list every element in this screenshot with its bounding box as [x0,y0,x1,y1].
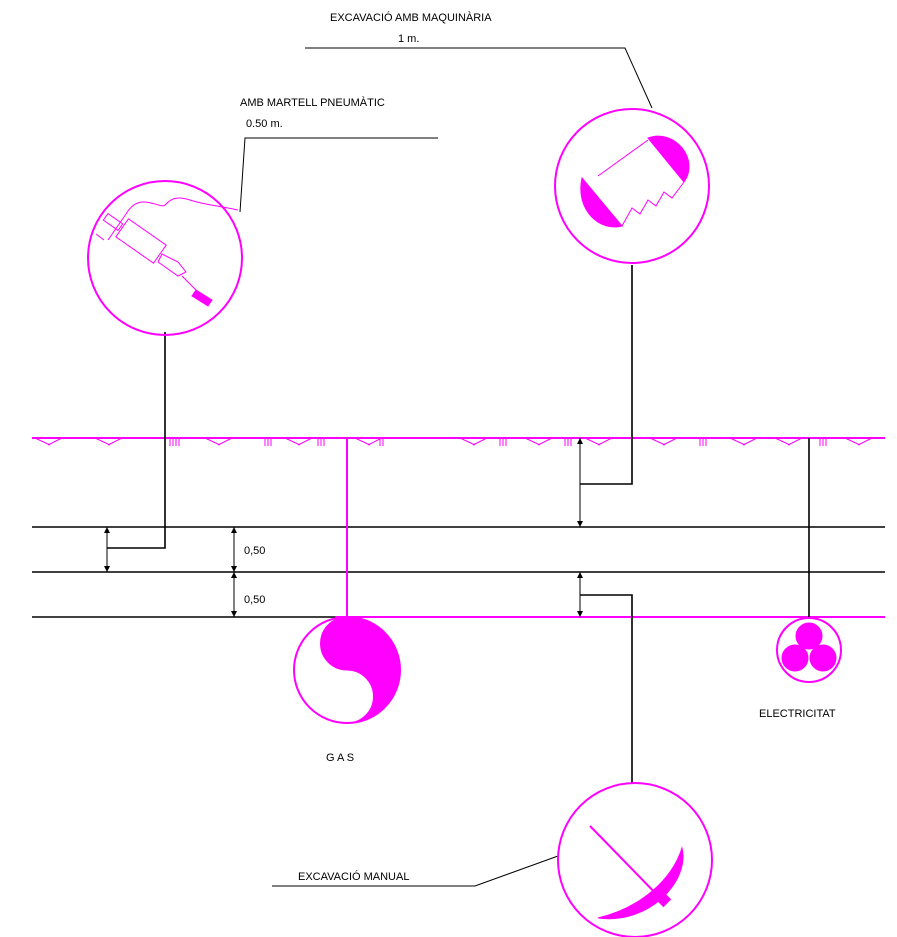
machinery-distance: 1 m. [398,33,419,45]
dimension-upper [231,527,237,572]
dimension-lower-label: 0,50 [244,594,265,606]
pickaxe-icon [557,782,713,937]
dimension-lower [231,572,237,617]
manual-title: EXCAVACIÓ MANUAL [298,870,409,883]
dimension-upper-label: 0,50 [244,545,265,557]
gas-pipe-icon [293,616,401,724]
manual-leader [272,572,633,887]
electricity-label: ELECTRICITAT [759,708,836,720]
excavator-bucket-icon [554,108,710,264]
gas-label: G A S [326,752,354,764]
pneumatic-hammer-icon [87,180,243,336]
electric-cables-icon [776,617,842,683]
ground-surface [32,437,885,446]
hammer-title: AMB MARTELL PNEUMÀTIC [240,96,385,109]
hammer-distance: 0.50 m. [246,118,283,130]
hammer-leader [104,137,438,572]
machinery-leader [305,47,653,527]
machinery-title: EXCAVACIÓ AMB MAQUINÀRIA [330,11,492,24]
